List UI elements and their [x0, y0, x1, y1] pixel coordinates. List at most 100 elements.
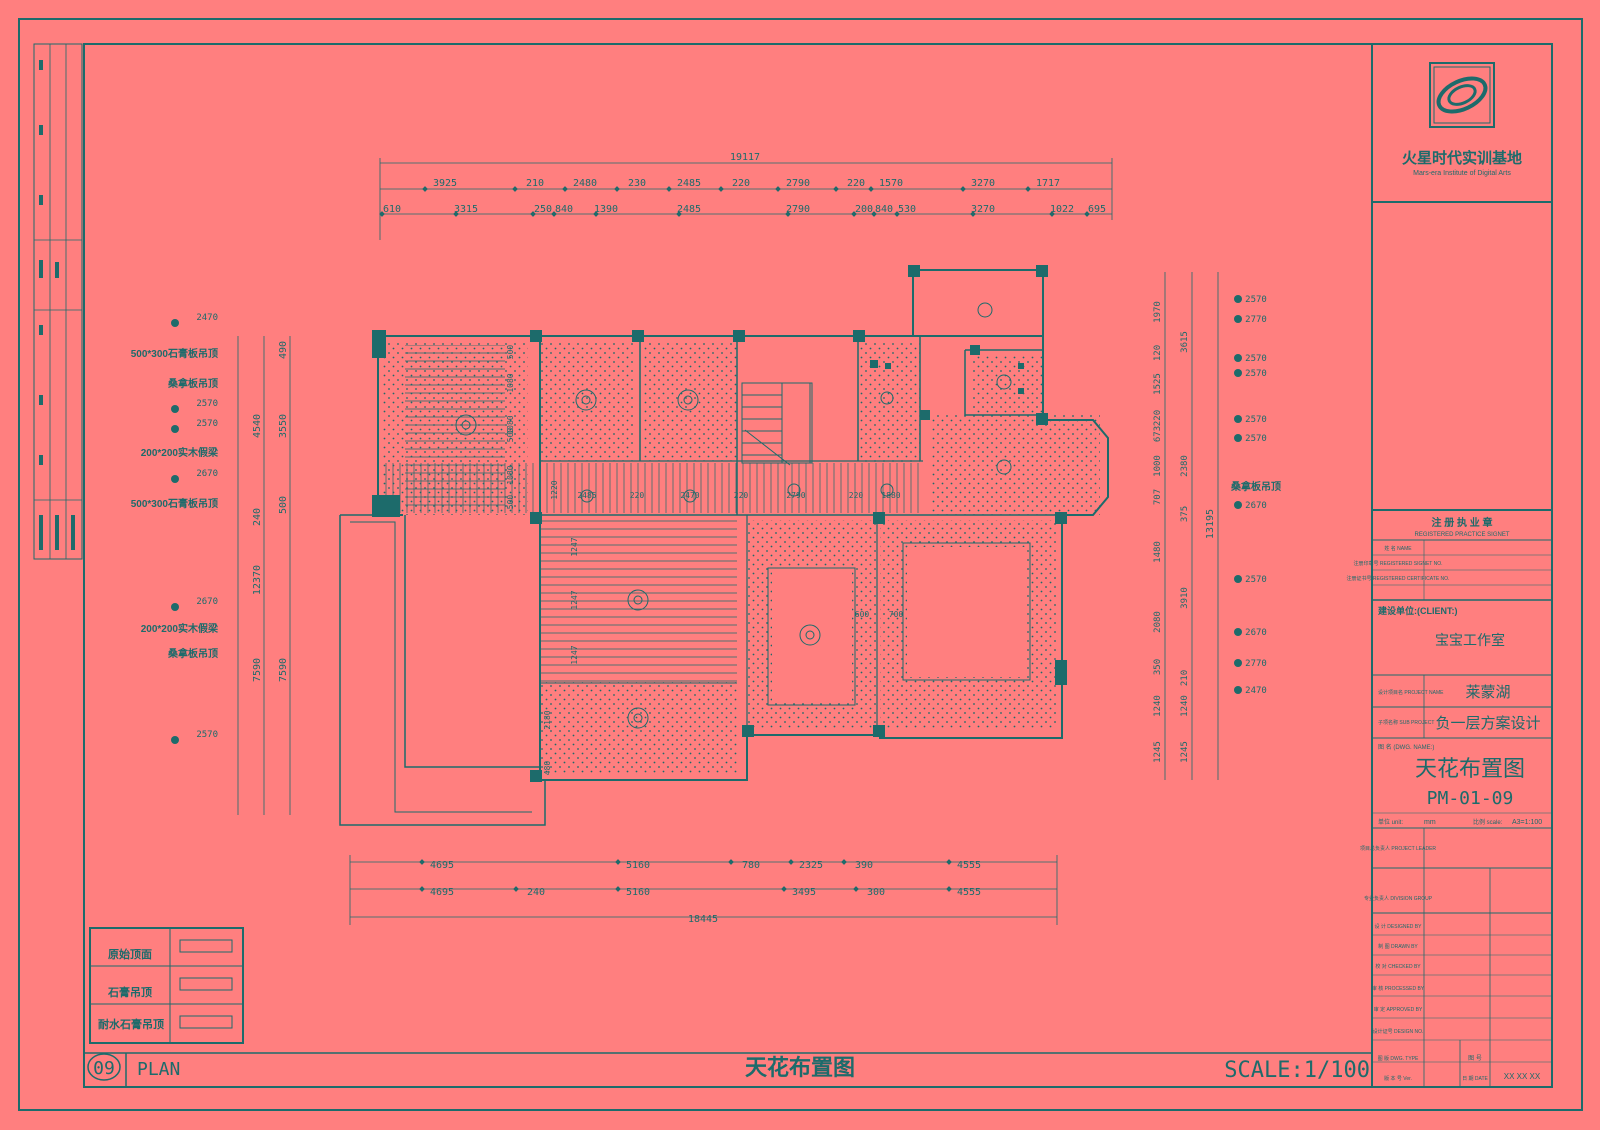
dim-bottom-row1: 390	[855, 860, 873, 871]
drawing-scale: SCALE:1/100	[1224, 1058, 1370, 1083]
elevation-symbol-icon	[1234, 501, 1242, 509]
dim-top-row1: 2485	[677, 178, 701, 189]
dim-top-row2: 530	[898, 204, 916, 215]
dimension-tick	[453, 211, 459, 217]
project-name: 莱蒙湖	[1465, 684, 1510, 701]
ceiling-height-marker-right: 2670	[1245, 501, 1267, 511]
elevation-symbol-icon	[1234, 354, 1242, 362]
dim-left-inner: 7590	[278, 658, 289, 682]
ceiling-height-marker-right: 2570	[1245, 369, 1267, 379]
legend-swatch-original	[179, 939, 233, 953]
dim-room-interior: 2180	[543, 710, 552, 729]
dim-top-row2: 3315	[454, 204, 478, 215]
dim-bottom-row1: 780	[742, 860, 760, 871]
ceiling-height-marker-right: 2670	[1245, 628, 1267, 638]
dim-top-row1: 230	[628, 178, 646, 189]
dim-left-outer: 4540	[252, 414, 263, 438]
staff-row-label: 审 定 APPROVED BY	[1374, 1006, 1423, 1013]
ceiling-height-marker-right: 2570	[1245, 415, 1267, 425]
ceiling-material-label-left: 500*300石膏板吊顶	[131, 347, 218, 360]
dim-room-interior: 220	[734, 491, 749, 500]
dim-left-outer: 12370	[252, 565, 263, 595]
dwg-type-label: 图 版 DWG. TYPE	[1378, 1055, 1419, 1062]
seal-row-label: 注册印章号 REGISTERED SIGNET NO.	[1353, 560, 1442, 567]
dim-top-row2: 2790	[786, 204, 810, 215]
scale-label: 比例 scale:	[1473, 818, 1503, 826]
dim-right-inner: 3615	[1180, 331, 1190, 353]
dim-bottom-row2: 300	[867, 887, 885, 898]
dim-room-interior: 1247	[570, 645, 579, 664]
elevation-symbol-icon	[1234, 434, 1242, 442]
dim-right-outer: 1525	[1153, 373, 1163, 395]
company-name-en: Mars-era Institute of Digital Arts	[1413, 170, 1511, 177]
dimension-tick	[530, 211, 536, 217]
legend-swatch-gypsum	[179, 977, 233, 991]
dimension-tick	[422, 186, 428, 192]
dimension-tick	[615, 859, 621, 865]
dim-top-row1: 3270	[971, 178, 995, 189]
total-width-top: 19117	[730, 152, 760, 163]
dim-right-outer: 350	[1153, 659, 1163, 675]
dim-top-row2: 1022	[1050, 204, 1074, 215]
scale-value: A3=1:100	[1512, 819, 1542, 826]
drawing-frame	[83, 43, 1553, 1088]
dimension-tick	[551, 211, 557, 217]
dim-right-outer: 1240	[1153, 695, 1163, 717]
drawing-title: 天花布置图	[745, 1055, 855, 1080]
dimension-tick	[512, 186, 518, 192]
dim-room-interior: 500	[506, 495, 515, 510]
unit-label: 单位 unit:	[1378, 818, 1403, 826]
version-label: 版 本 号 Ver.	[1384, 1075, 1412, 1082]
dimension-tick	[676, 211, 682, 217]
elevation-symbol-icon	[1234, 295, 1242, 303]
dim-bottom-row1: 4555	[957, 860, 981, 871]
dim-right-outer: 707	[1153, 489, 1163, 505]
dimension-tick	[728, 859, 734, 865]
company-name-cn: 火星时代实训基地	[1402, 149, 1522, 167]
dim-room-interior: 1220	[550, 480, 559, 499]
dim-room-interior: 2790	[786, 491, 805, 500]
sub-project-name: 负一层方案设计	[1435, 714, 1540, 732]
staff-row-label: 审 核 PROCESSED BY	[1372, 985, 1425, 992]
dwg-name: 天花布置图	[1415, 756, 1525, 781]
total-width-bottom: 18445	[688, 914, 718, 925]
dim-room-interior: 1247	[570, 537, 579, 556]
ceiling-height-marker-right: 2570	[1245, 295, 1267, 305]
dim-right-outer: 1480	[1153, 541, 1163, 563]
dim-top-row2: 3270	[971, 204, 995, 215]
ceiling-height-marker-left: 2670	[196, 597, 218, 607]
date-value: XX XX XX	[1504, 1072, 1541, 1081]
dim-top-row1: 220	[847, 178, 865, 189]
legend	[89, 927, 244, 1044]
dimension-tick	[871, 211, 877, 217]
dimension-tick	[615, 886, 621, 892]
ceiling-height-marker-left: 2570	[196, 399, 218, 409]
dim-top-row1: 210	[526, 178, 544, 189]
elevation-symbol-icon	[1234, 415, 1242, 423]
ceiling-height-marker-right: 2770	[1245, 315, 1267, 325]
elevation-symbol-icon	[171, 319, 179, 327]
staff-row-label: 专业负责人 DIVISION GROUP	[1364, 895, 1433, 902]
dimension-tick	[562, 186, 568, 192]
dim-right-outer: 1245	[1153, 741, 1163, 763]
dimension-tick	[513, 886, 519, 892]
dim-bottom-row2: 3495	[792, 887, 816, 898]
ceiling-height-marker-right: 2570	[1245, 354, 1267, 364]
dim-left-outer: 7590	[252, 658, 263, 682]
ceiling-height-marker-left: 2670	[196, 469, 218, 479]
elevation-symbol-icon	[171, 425, 179, 433]
dimension-tick	[775, 186, 781, 192]
dim-bottom-row2: 4695	[430, 887, 454, 898]
date-label: 日 期 DATE	[1462, 1076, 1488, 1082]
dimension-tick	[868, 186, 874, 192]
dim-right-outer: 1000	[1153, 455, 1163, 477]
ceiling-height-marker-left: 2570	[196, 730, 218, 740]
dim-room-interior: 480	[543, 761, 552, 776]
dim-top-row1: 2480	[573, 178, 597, 189]
elevation-symbol-icon	[1234, 369, 1242, 377]
legend-label-gypsum: 石膏吊顶	[107, 985, 152, 999]
dim-bottom-row2: 5160	[626, 887, 650, 898]
plan-label: PLAN	[137, 1059, 180, 1080]
project-label: 设计项目名 PROJECT NAME	[1378, 689, 1444, 696]
